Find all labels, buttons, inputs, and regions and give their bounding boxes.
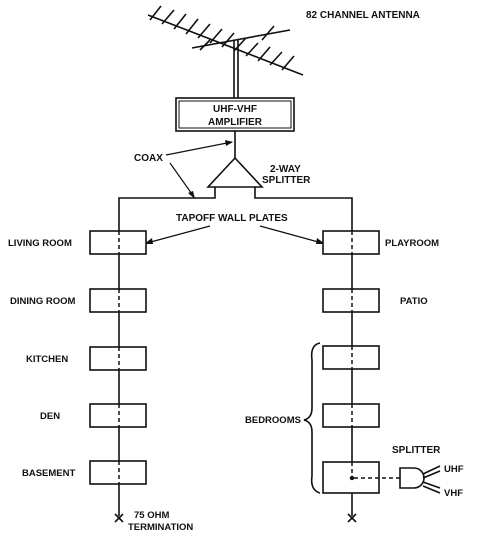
wall-plate-bedroom-2 xyxy=(322,403,380,428)
antenna-icon xyxy=(147,5,304,98)
room-label-den: DEN xyxy=(40,411,60,422)
room-label-kitchen: KITCHEN xyxy=(26,354,68,365)
wall-plate-living-room xyxy=(89,230,147,255)
amplifier-label-line1: UHF-VHF xyxy=(213,104,257,115)
splitter-label-line1: 2-WAY xyxy=(270,164,301,175)
room-splitter-icon xyxy=(399,467,425,489)
room-splitter-output-uhf: UHF xyxy=(444,464,464,475)
wall-plate-bedroom-3 xyxy=(322,461,400,494)
room-splitter-label: SPLITTER xyxy=(392,445,441,456)
wall-plate-arrows xyxy=(144,225,325,244)
room-label-playroom: PLAYROOM xyxy=(385,238,439,249)
coax-label: COAX xyxy=(134,153,163,164)
room-label-dining-room: DINING ROOM xyxy=(10,296,76,307)
wall-plate-playroom xyxy=(322,230,380,255)
splitter-output-leads xyxy=(422,465,441,494)
right-termination-x-icon xyxy=(347,513,357,523)
wall-plate-bedroom-1 xyxy=(322,345,380,370)
wall-plate-kitchen xyxy=(89,346,147,371)
termination-label-line1: 75 OHM xyxy=(134,510,169,521)
room-label-patio: PATIO xyxy=(400,296,428,307)
room-splitter-output-vhf: VHF xyxy=(444,488,463,499)
wall-plates-label: TAPOFF WALL PLATES xyxy=(176,213,288,224)
termination-x-icon xyxy=(114,513,124,523)
coax-arrows xyxy=(165,140,233,199)
room-label-basement: BASEMENT xyxy=(22,468,76,479)
two-way-splitter-icon xyxy=(206,156,264,188)
wall-plate-den xyxy=(89,403,147,428)
termination-label-line2: TERMINATION xyxy=(128,522,193,533)
room-label-living-room: LIVING ROOM xyxy=(8,238,72,249)
wall-plate-basement xyxy=(89,460,147,485)
bedrooms-brace xyxy=(303,342,321,494)
splitter-label-line2: SPLITTER xyxy=(262,175,311,186)
amplifier-label-line2: AMPLIFIER xyxy=(208,117,263,128)
wall-plate-dining-room xyxy=(89,288,147,313)
room-label-bedrooms: BEDROOMS xyxy=(245,415,301,426)
antenna-label: 82 CHANNEL ANTENNA xyxy=(306,10,420,21)
wall-plate-patio xyxy=(322,288,380,313)
